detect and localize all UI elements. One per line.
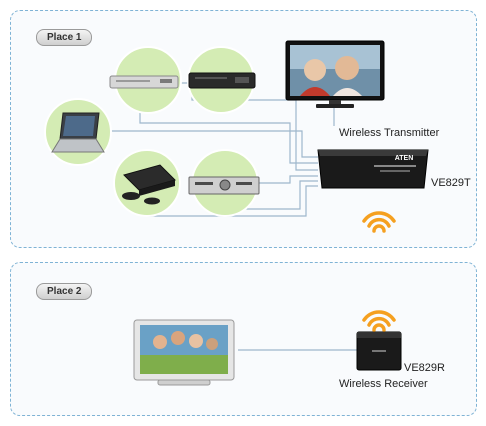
blu-ray-player-icon bbox=[188, 72, 256, 89]
receiver-device bbox=[356, 331, 402, 371]
lcd-tv-icon bbox=[133, 319, 235, 386]
transmitter-model: VE829T bbox=[431, 177, 471, 189]
receiver-model: VE829R bbox=[404, 362, 445, 374]
game-console-icon bbox=[122, 164, 176, 205]
lcd-tv-icon bbox=[285, 40, 385, 108]
receiver-label: Wireless Receiver bbox=[339, 378, 428, 390]
transmitter-device: ATEN bbox=[317, 149, 429, 189]
transmitter-brand: ATEN bbox=[395, 155, 414, 162]
wifi-signal-icon bbox=[362, 211, 396, 233]
place2-tab: Place 2 bbox=[36, 283, 93, 300]
av-receiver-icon bbox=[188, 176, 260, 195]
dvd-player-icon bbox=[109, 75, 179, 89]
transmitter-label: Wireless Transmitter bbox=[339, 127, 440, 139]
wifi-signal-icon bbox=[362, 310, 396, 332]
laptop-icon bbox=[51, 112, 105, 153]
place1-tab: Place 1 bbox=[36, 29, 93, 46]
